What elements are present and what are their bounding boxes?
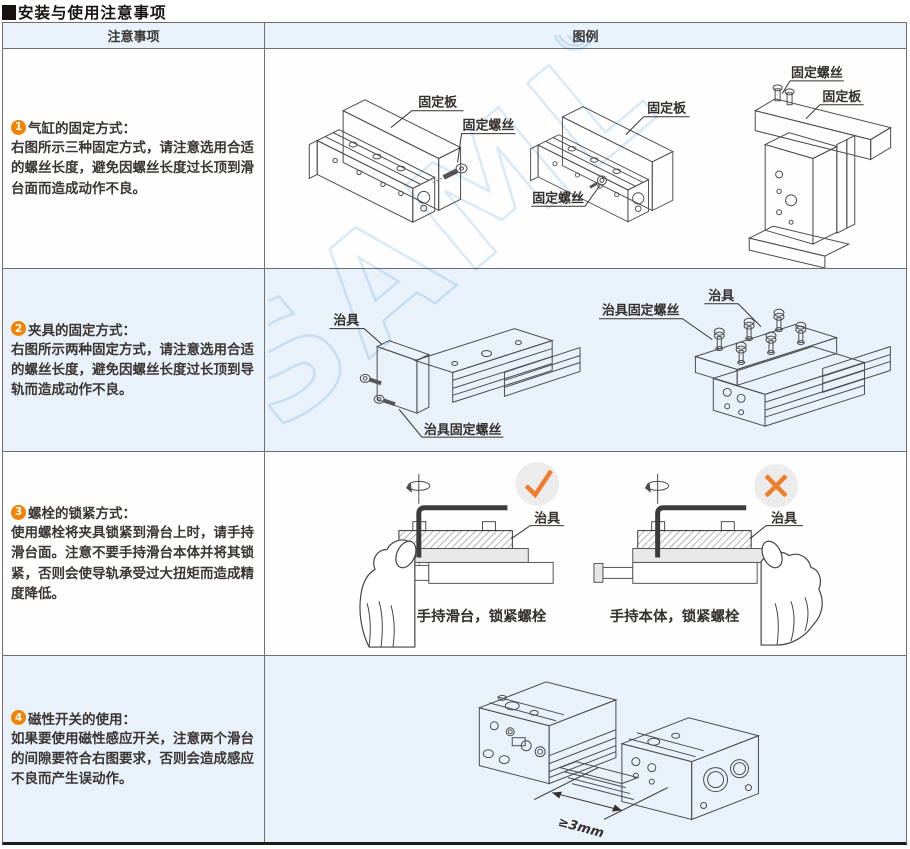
left-slide-unit: [477, 680, 618, 784]
hex-wrench-icon: [416, 504, 508, 558]
precautions-table: 注意事项 图例 1 气缸的固定方式： 右图所示三种固定方式，请注意选用合适的螺丝…: [2, 22, 907, 845]
label-gap-dimension: ≥3mm: [556, 814, 605, 841]
right-slide-unit: [620, 716, 761, 820]
label-fixing-screw: 固定螺丝: [532, 190, 584, 206]
caption-hold-body: 手持本体，锁紧螺栓: [610, 607, 740, 625]
label-jig-fixing-screw: 治具固定螺丝: [602, 302, 680, 318]
legend-cell-1: 固定板 固定螺丝 固定板 固定螺丝: [265, 49, 906, 268]
table-row-cylinder-fixing: 1 气缸的固定方式： 右图所示三种固定方式，请注意选用合适的螺丝长度，避免因螺丝…: [3, 48, 906, 269]
table-row-magnetic-switch: 4 磁性开关的使用： 如果要使用磁性感应开关，注意两个滑台的间隙要符合右图要求，…: [3, 655, 906, 842]
step-number-badge: 1: [11, 119, 26, 135]
note-heading: 气缸的固定方式：: [28, 121, 136, 138]
label-fixing-plate: 固定板: [822, 88, 862, 104]
label-fixing-screw: 固定螺丝: [463, 117, 515, 133]
fig-top-jig-unit: 治具固定螺丝 治具: [598, 287, 891, 427]
x-icon: [764, 473, 788, 497]
jig-screw-icon: [359, 373, 396, 406]
legend-cell-2: 治具 治具固定螺丝: [265, 269, 906, 451]
step-number-badge: 2: [11, 321, 26, 337]
fixing-screw-icon: [455, 163, 468, 174]
cylinder-fixing-illustration: 固定板 固定螺丝 固定板 固定螺丝: [308, 64, 892, 268]
label-fixing-plate: 固定板: [418, 94, 458, 110]
page-title-text: 安装与使用注意事项: [18, 4, 167, 22]
header-notes: 注意事项: [3, 23, 265, 48]
note-heading: 螺栓的锁紧方式：: [28, 506, 136, 523]
jig-plate-section: [398, 529, 513, 549]
label-jig: 治具: [771, 510, 797, 526]
hex-wrench-icon: [655, 504, 747, 558]
fig-slide-unit-front-screw: 固定板 固定螺丝: [530, 100, 690, 222]
hand-holding-body: [760, 540, 823, 646]
note-cell-1: 1 气缸的固定方式： 右图所示三种固定方式，请注意选用合适的螺丝长度，避免因螺丝…: [3, 48, 265, 268]
header-legend: 图例: [572, 29, 599, 45]
note-cell-2: 2 夹具的固定方式： 右图所示两种固定方式，请注意选用合适的螺丝长度，避免因螺丝…: [3, 268, 265, 451]
check-icon: [524, 469, 554, 498]
fig-hold-slide-correct: 治具 手持滑台，锁紧螺栓: [359, 461, 565, 648]
fig-end-jig-unit: 治具 治具固定螺丝: [329, 312, 581, 438]
legend-cell-3: 治具 手持滑台，锁紧螺栓: [265, 452, 906, 655]
fixing-screw-icon: [772, 83, 795, 105]
note-body: 右图所示三种固定方式，请注意选用合适的螺丝长度，避免因螺丝长度过长顶到滑台面而造…: [11, 140, 254, 197]
table-header-row: 注意事项 图例: [3, 23, 906, 49]
note-heading: 夹具的固定方式：: [28, 322, 136, 339]
fig-vertical-unit-top-plate: 固定螺丝 固定板: [747, 64, 892, 268]
note-cell-4: 4 磁性开关的使用： 如果要使用磁性感应开关，注意两个滑台的间隙要符合右图要求，…: [3, 655, 265, 842]
jig-fixing-illustration: 治具 治具固定螺丝: [329, 287, 891, 438]
title-square-marker: [2, 4, 16, 20]
note-body: 使用螺栓将夹具锁紧到滑台上时，请手持滑台面。注意不要手持滑台本体并将其锁紧，否则…: [11, 525, 254, 602]
fig-hold-body-wrong: 治具 手持本体，锁紧螺栓: [593, 463, 823, 646]
jig-plate: [376, 345, 418, 414]
note-heading: 磁性开关的使用：: [28, 711, 136, 728]
label-jig-fixing-screw: 治具固定螺丝: [424, 422, 502, 438]
bolt-locking-illustration: 治具 手持滑台，锁紧螺栓: [359, 461, 823, 648]
slide-table: [632, 547, 768, 563]
hand-holding-slide: [359, 539, 417, 648]
note-body: 如果要使用磁性感应开关，注意两个滑台的间隙要符合右图要求，否则会造成感应不良而产…: [11, 730, 254, 788]
fixing-screw-icon: [596, 175, 607, 185]
page-title: 安装与使用注意事项: [2, 1, 167, 23]
table-row-jig-fixing: 2 夹具的固定方式： 右图所示两种固定方式，请注意选用合适的螺丝长度，避免因螺丝…: [3, 268, 906, 452]
note-body: 右图所示两种固定方式，请注意选用合适的螺丝长度，避免因螺丝长度过长顶到导轨而造成…: [11, 341, 254, 399]
label-jig: 治具: [708, 287, 734, 303]
ok-circle: [515, 461, 560, 506]
table-row-bolt-locking: 3 螺栓的锁紧方式： 使用螺栓将夹具锁紧到滑台上时，请手持滑台面。注意不要手持滑…: [3, 451, 906, 656]
label-jig: 治具: [333, 312, 359, 328]
jig-screws-icon: [713, 308, 807, 365]
label-fixing-screw: 固定螺丝: [791, 64, 843, 80]
cylinder-body: [428, 561, 554, 584]
note-cell-3: 3 螺栓的锁紧方式： 使用螺栓将夹具锁紧到滑台上时，请手持滑台面。注意不要手持滑…: [3, 451, 265, 655]
legend-cell-4: ≥3mm: [265, 656, 906, 842]
fig-slide-unit-side-plate: 固定板 固定螺丝: [308, 94, 516, 223]
jig-plate-section: [637, 529, 752, 549]
jig-plate: [693, 323, 839, 370]
magnetic-switch-gap-illustration: ≥3mm: [477, 680, 761, 841]
cylinder-body: [632, 561, 758, 584]
caption-hold-slide: 手持滑台，锁紧螺栓: [417, 607, 547, 625]
label-fixing-plate: 固定板: [647, 100, 687, 116]
step-number-badge: 4: [11, 710, 26, 726]
label-jig: 治具: [534, 510, 560, 526]
step-number-badge: 3: [11, 504, 26, 520]
